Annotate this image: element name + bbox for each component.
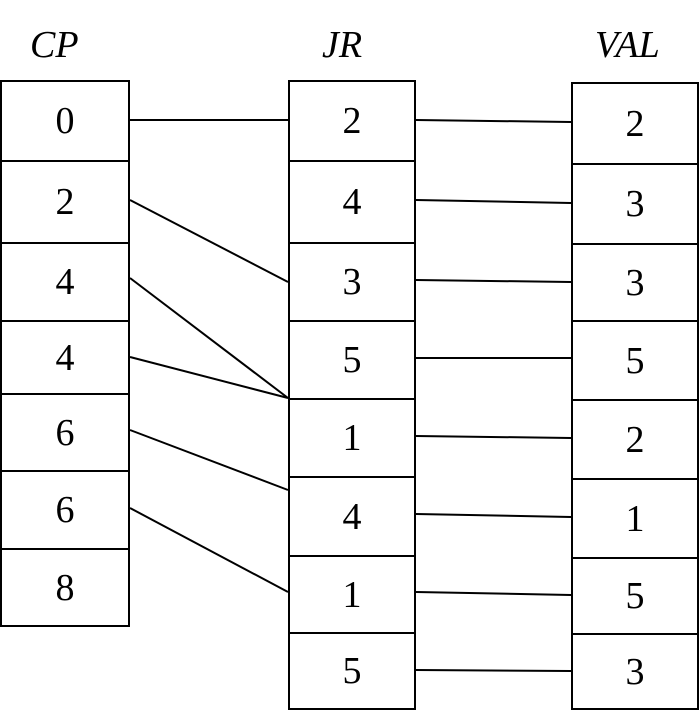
jr-cell: 3 [288, 242, 416, 322]
val-cell: 1 [571, 478, 699, 559]
val-cell: 2 [571, 399, 699, 480]
cp-cell: 0 [0, 80, 130, 162]
jr-to-val-link [415, 279, 572, 283]
jr-cell: 4 [288, 160, 416, 244]
val-cell: 3 [571, 633, 699, 710]
val-cell: 2 [571, 82, 699, 165]
cp-cell: 4 [0, 320, 130, 395]
cp-to-jr-link [129, 356, 289, 399]
cp-to-jr-link [129, 429, 289, 491]
jr-cell: 5 [288, 320, 416, 400]
val-cell: 3 [571, 163, 699, 245]
cp-to-jr-link [129, 199, 289, 283]
jr-cell: 4 [288, 476, 416, 557]
cp-cell: 4 [0, 242, 130, 322]
jr-column-title: JR [322, 24, 363, 66]
val-cell: 3 [571, 243, 699, 322]
jr-to-val-link [415, 199, 572, 204]
jr-to-val-link [415, 435, 572, 439]
val-cell: 5 [571, 320, 699, 401]
cp-cell: 8 [0, 548, 130, 627]
jr-to-val-link [415, 513, 572, 518]
cp-column-title: CP [30, 24, 79, 66]
jr-cell: 1 [288, 398, 416, 478]
jr-to-val-link [415, 119, 572, 123]
val-cell: 5 [571, 557, 699, 635]
val-column-title: VAL [595, 24, 660, 66]
cp-cell: 6 [0, 470, 130, 550]
jr-to-val-link [415, 669, 572, 672]
cp-cell: 2 [0, 160, 130, 244]
jr-cell: 2 [288, 80, 416, 162]
jr-cell: 1 [288, 555, 416, 634]
cp-cell: 6 [0, 393, 130, 472]
jr-to-val-link [415, 591, 572, 596]
cp-to-jr-link [129, 277, 289, 399]
cp-to-jr-link [129, 507, 289, 593]
jr-cell: 5 [288, 632, 416, 710]
